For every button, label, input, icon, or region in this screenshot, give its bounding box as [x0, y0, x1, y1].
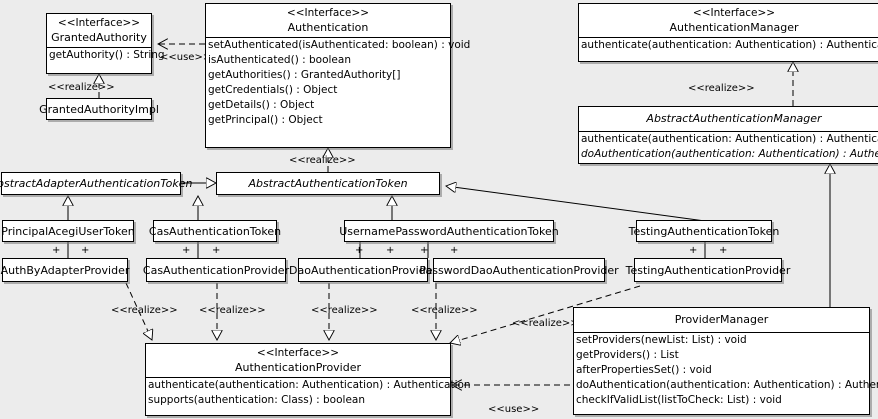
class-password-dao-authentication-provider[interactable]: PasswordDaoAuthenticationProvider	[419, 258, 619, 282]
class-provider-manager[interactable]: ProviderManager setProviders(newList: Li…	[573, 307, 878, 415]
class-name: GrantedAuthority	[51, 31, 147, 44]
multiplicity-plus: +	[386, 245, 395, 256]
operation: checkIfValidList(listToCheck: List) : vo…	[576, 394, 782, 406]
operation: getAuthorities() : GrantedAuthority[]	[208, 69, 401, 81]
operation: getProviders() : List	[576, 349, 679, 361]
class-name: TestingAuthenticationToken	[628, 224, 780, 238]
class-cas-authentication-token[interactable]: CasAuthenticationToken	[149, 220, 281, 242]
class-stereotype: <<Interface>>	[57, 17, 141, 29]
operation: getAuthority() : String	[49, 49, 165, 61]
operation: getDetails() : Object	[208, 99, 315, 111]
multiplicity-plus: +	[182, 245, 191, 256]
multiplicity-plus: +	[689, 245, 698, 256]
multiplicity-plus: +	[420, 245, 429, 256]
label-realize-passworddaoauthenticationprovider: <<realize>>	[411, 305, 478, 316]
class-name: PasswordDaoAuthenticationProvider	[419, 263, 619, 277]
class-name: AbstractAuthenticationManager	[646, 112, 822, 125]
label-use-authentication-grantedauthority: <<use>>	[160, 52, 212, 63]
wire-generalize-testingauthenticationtoken	[446, 186, 706, 222]
class-name: DaoAuthenticationProvider	[289, 263, 437, 277]
class-auth-by-adapter-provider[interactable]: AuthByAdapterProvider	[0, 258, 130, 282]
label-use-providermanager-authenticationprovider: <<use>>	[488, 404, 540, 415]
multiplicity-plus: +	[52, 245, 61, 256]
class-authentication[interactable]: <<Interface>> Authentication setAuthenti…	[205, 3, 471, 148]
operations-compartment: authenticate(authentication: Authenticat…	[146, 377, 471, 408]
class-header: <<Interface>> AuthenticationManager	[579, 4, 878, 37]
operations-compartment: getAuthority() : String	[47, 47, 165, 63]
class-stereotype: <<Interface>>	[256, 347, 340, 359]
class-cas-authentication-provider[interactable]: CasAuthenticationProvider	[142, 258, 290, 282]
operations-compartment: setAuthenticated(isAuthenticated: boolea…	[206, 37, 471, 128]
class-header: <<Interface>> AuthenticationProvider	[146, 344, 450, 377]
class-testing-authentication-token[interactable]: TestingAuthenticationToken	[629, 220, 779, 242]
operation: getPrincipal() : Object	[208, 114, 323, 126]
operation: setAuthenticated(isAuthenticated: boolea…	[208, 39, 471, 51]
multiplicity-plus: +	[81, 245, 90, 256]
class-name: CasAuthenticationToken	[148, 224, 282, 238]
multiplicity-plus: +	[719, 245, 728, 256]
operations-compartment: authenticate(authentication: Authenticat…	[579, 131, 878, 162]
operation: afterPropertiesSet() : void	[576, 364, 712, 376]
class-header: ProviderManager	[574, 308, 869, 332]
class-name: AuthenticationManager	[669, 21, 799, 34]
class-abstract-authentication-manager[interactable]: AbstractAuthenticationManager authentica…	[578, 106, 878, 164]
operation: supports(authentication: Class) : boolea…	[148, 394, 365, 406]
operations-compartment: setProviders(newList: List) : void getPr…	[574, 332, 878, 408]
operations-compartment: authenticate(authentication: Authenticat…	[579, 37, 878, 53]
label-realize-daoauthenticationprovider: <<realize>>	[311, 305, 378, 316]
operation: authenticate(authentication: Authenticat…	[581, 133, 878, 145]
operation: doAuthentication(authentication: Authent…	[581, 148, 878, 160]
label-realize-abstractauthenticationtoken: <<realize>>	[289, 155, 356, 166]
class-principal-acegi-user-token[interactable]: PrincipalAcegiUserToken	[1, 220, 135, 242]
class-name: ProviderManager	[674, 313, 769, 326]
operation: authenticate(authentication: Authenticat…	[148, 379, 471, 391]
class-authentication-manager[interactable]: <<Interface>> AuthenticationManager auth…	[578, 3, 878, 62]
class-authentication-provider[interactable]: <<Interface>> AuthenticationProvider aut…	[145, 343, 471, 416]
label-realize-grantedauthorityimpl: <<realize>>	[48, 82, 115, 93]
class-dao-authentication-provider[interactable]: DaoAuthenticationProvider	[289, 258, 437, 282]
class-name: AuthenticationProvider	[234, 361, 362, 374]
class-name: CasAuthenticationProvider	[142, 263, 290, 277]
class-name: GrantedAuthorityImpl	[39, 102, 159, 116]
label-realize-testingauthenticationprovider: <<realize>>	[512, 318, 579, 329]
label-realize-abstractauthenticationmanager: <<realize>>	[688, 83, 755, 94]
class-username-password-authentication-token[interactable]: UsernamePasswordAuthenticationToken	[339, 220, 559, 242]
operation: doAuthentication(authentication: Authent…	[576, 379, 878, 391]
class-name: AbstractAdapterAuthenticationToken	[0, 177, 193, 190]
class-abstract-authentication-token[interactable]: AbstractAuthenticationToken	[216, 172, 440, 195]
label-realize-casauthenticationprovider: <<realize>>	[199, 305, 266, 316]
class-header: <<Interface>> GrantedAuthority	[47, 14, 151, 47]
multiplicity-plus: +	[355, 245, 364, 256]
label-realize-authbyadapterprovider: <<realize>>	[111, 305, 178, 316]
class-granted-authority-impl[interactable]: GrantedAuthorityImpl	[39, 98, 159, 120]
class-name: PrincipalAcegiUserToken	[1, 224, 135, 238]
class-header: <<Interface>> Authentication	[206, 4, 450, 37]
class-name: UsernamePasswordAuthenticationToken	[339, 224, 559, 238]
class-header: AbstractAuthenticationManager	[579, 107, 878, 131]
class-abstract-adapter-authentication-token[interactable]: AbstractAdapterAuthenticationToken	[0, 172, 192, 195]
operation: isAuthenticated() : boolean	[208, 54, 351, 66]
class-granted-authority[interactable]: <<Interface>> GrantedAuthority getAuthor…	[46, 13, 165, 74]
operation: getCredentials() : Object	[208, 84, 338, 96]
multiplicity-plus: +	[450, 245, 459, 256]
class-testing-authentication-provider[interactable]: TestingAuthenticationProvider	[626, 258, 790, 282]
class-stereotype: <<Interface>>	[286, 7, 370, 19]
operation: authenticate(authentication: Authenticat…	[581, 39, 878, 51]
class-stereotype: <<Interface>>	[692, 7, 776, 19]
class-name: TestingAuthenticationProvider	[625, 263, 791, 277]
multiplicity-plus: +	[212, 245, 221, 256]
class-name: Authentication	[287, 21, 369, 34]
operation: setProviders(newList: List) : void	[576, 334, 747, 346]
class-name: AuthByAdapterProvider	[0, 263, 130, 277]
class-name: AbstractAuthenticationToken	[248, 177, 408, 190]
